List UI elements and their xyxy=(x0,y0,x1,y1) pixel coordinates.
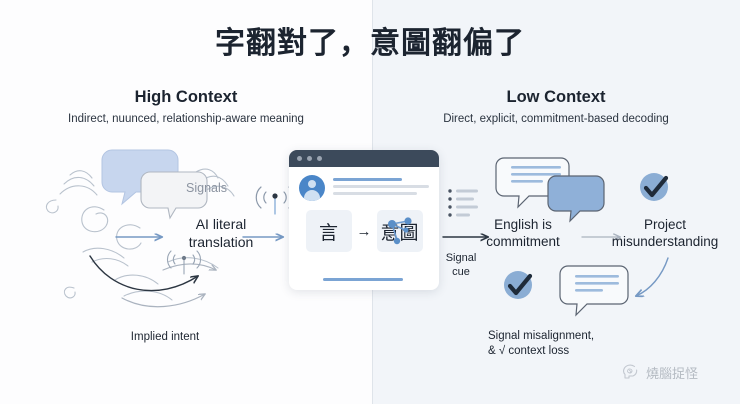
target-word-tile: 意圖 xyxy=(376,210,423,252)
page-title: 字翻對了，意圖翻偏了 xyxy=(215,27,525,60)
low-context-title: Low Context xyxy=(506,88,606,106)
brain-head-icon xyxy=(623,364,638,379)
window-dot-icon xyxy=(297,156,302,161)
column-header-high-context: High Context Indirect, nuunced, relation… xyxy=(30,88,342,125)
signal-cue-label: Signal cue xyxy=(445,252,477,279)
implied-intent-label: Implied intent xyxy=(130,331,200,343)
translation-arrow-icon: → xyxy=(356,222,372,240)
high-context-title: High Context xyxy=(134,88,238,106)
window-dot-icon xyxy=(307,156,312,161)
ai-literal-translation-label: AI literal translation xyxy=(188,216,254,250)
column-header-low-context: Low Context Direct, explicit, commitment… xyxy=(400,88,712,125)
project-misunderstanding-label: Project misunderstanding xyxy=(611,217,719,250)
signals-label: Signals xyxy=(186,181,227,195)
translation-tiles: 言 → 意圖 xyxy=(299,210,429,252)
watermark: 燒腦捉怪 xyxy=(620,362,698,382)
window-dot-icon xyxy=(317,156,322,161)
low-context-subtitle: Direct, explicit, commitment-based decod… xyxy=(443,113,669,125)
watermark-text: 燒腦捉怪 xyxy=(646,365,699,381)
source-word-tile: 言 xyxy=(305,210,352,252)
intent-graph-icon xyxy=(387,217,412,245)
signal-misalignment-label: Signal misalignment, & √ context loss xyxy=(488,330,595,357)
target-word-text: 意圖 xyxy=(380,222,419,244)
text-line-accent xyxy=(333,177,403,181)
english-is-commitment-label: English is commitment xyxy=(486,217,560,250)
card-footer-bar xyxy=(323,278,403,281)
high-context-subtitle: Indirect, nuunced, relationship-aware me… xyxy=(68,113,304,125)
card-text-lines xyxy=(333,177,429,199)
card-user-row xyxy=(299,175,429,201)
avatar-icon xyxy=(299,175,325,201)
text-line xyxy=(333,191,418,195)
card-title-bar xyxy=(289,150,439,167)
card-body: 言 → 意圖 xyxy=(289,167,439,260)
text-line xyxy=(333,184,429,188)
translation-app-card: 言 → 意圖 xyxy=(289,150,439,290)
